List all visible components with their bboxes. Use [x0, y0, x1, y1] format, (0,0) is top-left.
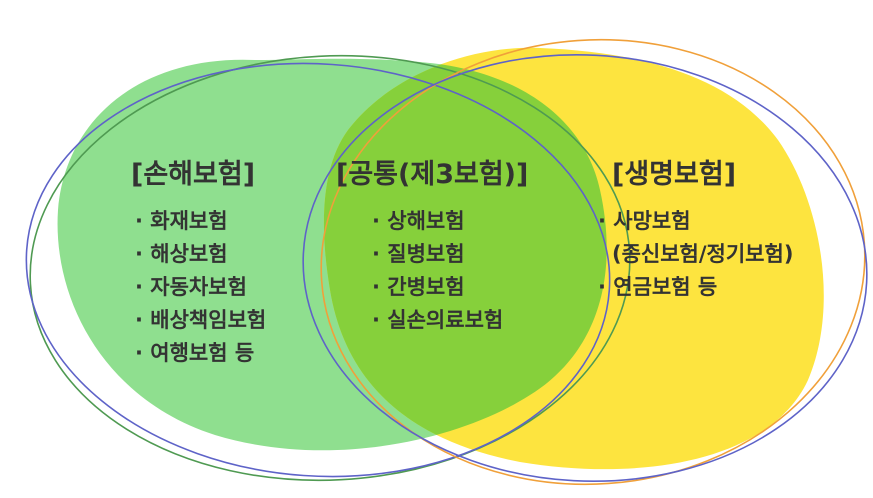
list-item: · 상해보험	[372, 209, 465, 233]
nonlife-insurance-title: [손해보험]	[131, 159, 256, 190]
green-outline-ellipse	[29, 54, 631, 482]
blue-outline-ellipse-left	[25, 62, 611, 478]
list-item-detail: (종신보험/정기보험)	[612, 242, 794, 266]
blue-outline-ellipse-right	[302, 53, 868, 483]
list-item: · 화재보험	[135, 209, 228, 233]
list-item: · 여행보험 등	[135, 341, 255, 365]
list-item: · 질병보험	[372, 242, 465, 266]
nonlife-insurance-list: · 화재보험 · 해상보험 · 자동차보험 · 배상책임보험 · 여행보험 등	[135, 205, 266, 370]
list-item: · 해상보험	[135, 242, 228, 266]
list-item: · 간병보험	[372, 275, 465, 299]
common-insurance-list: · 상해보험 · 질병보험 · 간병보험 · 실손의료보험	[372, 205, 503, 337]
overlap-region	[323, 58, 607, 451]
life-insurance-title: [생명보험]	[612, 159, 737, 190]
common-insurance-title: [공통(제3보험)]	[336, 159, 529, 190]
list-item: · 배상책임보험	[135, 308, 267, 332]
life-insurance-list: · 사망보험 (종신보험/정기보험) · 연금보험 등	[598, 205, 793, 304]
list-item: · 자동차보험	[135, 275, 247, 299]
list-item: · 실손의료보험	[372, 308, 504, 332]
list-item: · 연금보험 등	[598, 275, 718, 299]
list-item: · 사망보험	[598, 209, 691, 233]
